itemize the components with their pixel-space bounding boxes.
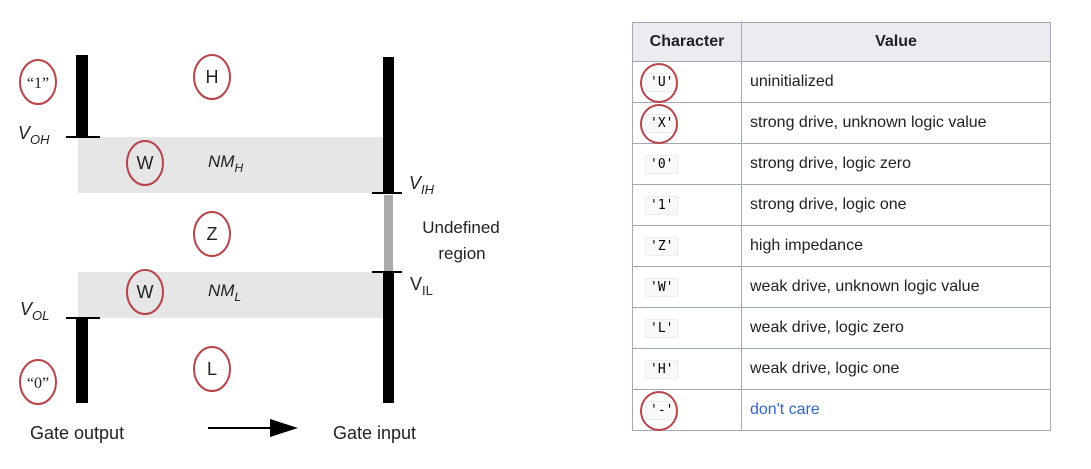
z-letter: Z [207,224,218,244]
output-high-ring [19,59,57,105]
character-cell: '-' [632,389,742,431]
header-value: Value [741,22,1051,62]
nm-high-label: NMH [208,152,243,175]
table-row: '1' strong drive, logic one [632,184,1051,226]
input-bar-high [383,57,394,193]
output-bar-low [76,317,88,403]
character-cell: '1' [632,184,742,226]
character-code: '-' [645,400,679,420]
character-cell: 'U' [632,61,742,103]
character-code: 'Z' [645,236,679,256]
output-low-ring [19,359,57,405]
character-cell: 'H' [632,348,742,390]
w-top-letter: W [137,153,154,173]
z-ring [193,211,231,257]
undefined-region-bar [384,195,393,271]
value-cell: strong drive, logic zero [741,143,1051,185]
noise-margin-diagram: “1” “0” VOH VOL VIH VIL NMH NML Undefine… [18,54,500,443]
value-cell: high impedance [741,225,1051,267]
table-header-row: Character Value [632,22,1051,62]
v-oh-label: VOH [18,123,50,147]
table-row: '0' strong drive, logic zero [632,143,1051,185]
table-body: 'U' uninitialized 'X' strong drive, unknown… [632,61,1051,431]
table-row: 'X' strong drive, unknown logic value [632,102,1051,144]
character-cell: 'Z' [632,225,742,267]
std-logic-table: Character Value 'U' uninitialized 'X' stron… [632,22,1051,431]
h-ring [193,54,231,100]
table-row: '-' don't care [632,389,1051,431]
value-cell: weak drive, logic one [741,348,1051,390]
w-bottom-ring [126,269,164,315]
character-cell: '0' [632,143,742,185]
undefined-region-label-2: region [438,244,485,263]
v-ol-label: VOL [20,299,49,323]
value-cell: strong drive, logic one [741,184,1051,226]
value-cell: don't care [741,389,1051,431]
gate-input-label: Gate input [333,423,416,443]
value-text: uninitialized [750,73,834,90]
l-letter: L [207,359,217,379]
character-code: 'W' [645,277,679,297]
v-il-label: VIL [410,274,433,298]
dont-care-link[interactable]: don't care [750,401,820,418]
output-bar-high [76,55,88,138]
table-row: 'W' weak drive, unknown logic value [632,266,1051,308]
value-text: weak drive, logic one [750,360,900,377]
v-ih-label: VIH [409,173,435,197]
table-row: 'H' weak drive, logic one [632,348,1051,390]
w-bottom-letter: W [137,282,154,302]
character-code: 'U' [645,72,679,92]
w-top-ring [126,140,164,186]
value-text: weak drive, logic zero [750,319,904,336]
value-text: weak drive, unknown logic value [750,278,980,295]
value-cell: strong drive, unknown logic value [741,102,1051,144]
value-cell: weak drive, logic zero [741,307,1051,349]
character-code: '0' [645,154,679,174]
character-code: '1' [645,195,679,215]
h-letter: H [206,67,219,87]
nm-low-label: NML [208,281,241,304]
value-text: strong drive, logic zero [750,155,911,172]
direction-arrow-head [270,419,298,437]
nm-high-band [78,137,389,193]
undefined-region-label-1: Undefined [422,218,500,237]
character-cell: 'L' [632,307,742,349]
table-row: 'Z' high impedance [632,225,1051,267]
character-cell: 'W' [632,266,742,308]
character-code: 'H' [645,359,679,379]
value-cell: weak drive, unknown logic value [741,266,1051,308]
value-text: strong drive, logic one [750,196,907,213]
l-ring [193,346,231,392]
character-code: 'X' [645,113,679,133]
character-cell: 'X' [632,102,742,144]
gate-output-label: Gate output [30,423,124,443]
value-text: strong drive, unknown logic value [750,114,987,131]
character-code: 'L' [645,318,679,338]
value-text: high impedance [750,237,863,254]
table-row: 'L' weak drive, logic zero [632,307,1051,349]
output-high-label: “1” [27,75,49,92]
input-bar-low [383,271,394,403]
value-cell: uninitialized [741,61,1051,103]
header-character: Character [632,22,742,62]
table-row: 'U' uninitialized [632,61,1051,103]
output-low-label: “0” [27,375,49,392]
